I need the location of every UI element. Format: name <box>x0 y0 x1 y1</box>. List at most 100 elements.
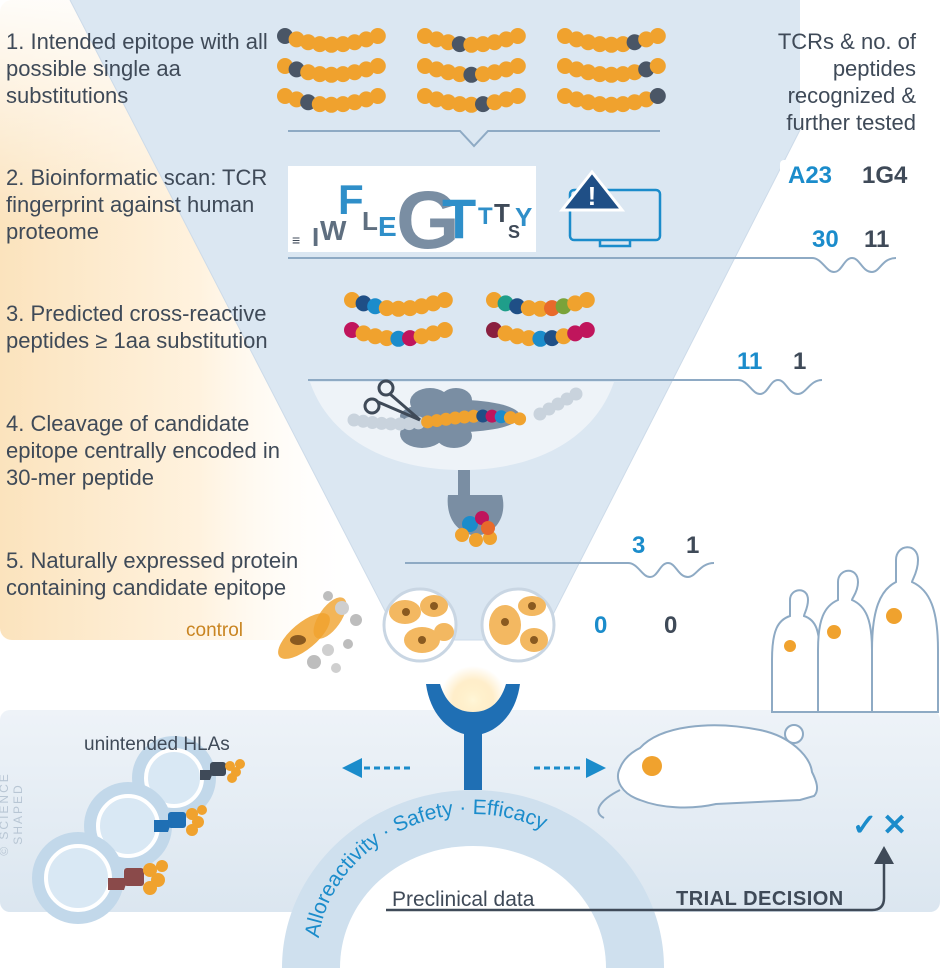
predicted-count-1g4: 1 <box>793 348 807 375</box>
check-icon: ✓ <box>852 809 878 842</box>
svg-text:G: G <box>396 175 460 266</box>
svg-text:W: W <box>320 215 347 246</box>
svg-text:T: T <box>442 187 476 250</box>
funnel-edge <box>69 0 801 641</box>
step-4-label: 4. Cleavage of candidate epitope central… <box>6 411 280 490</box>
predicted-peptides <box>344 292 595 347</box>
peptide-bead <box>520 300 537 317</box>
step-2-label: 2. Bioinformatic scan: TCR fingerprint a… <box>6 165 268 244</box>
unintended-hlas-label: unintended HLAs <box>84 734 230 755</box>
decision-arrow <box>386 846 894 912</box>
svg-text:L: L <box>362 206 378 236</box>
peptide-bead <box>378 300 395 317</box>
tissue-sample-a <box>382 587 458 663</box>
peptide-bead <box>578 292 595 308</box>
peptide-bead <box>323 96 340 113</box>
peptide-bead <box>603 96 620 113</box>
preclinical-data-label: Preclinical data <box>392 888 535 911</box>
peptide-bead <box>436 322 453 338</box>
step4-line <box>405 561 715 579</box>
step1-bracket <box>288 130 660 148</box>
peptide-bead <box>369 88 386 104</box>
peptide-bead <box>649 28 666 44</box>
tcr-a23-name: A23 <box>780 160 841 192</box>
step3-line <box>308 378 823 396</box>
peptide-bead <box>603 66 620 83</box>
tcr-receptor-icon <box>426 666 520 790</box>
hla-molecule-icon <box>108 860 168 895</box>
people-silhouettes <box>771 546 939 713</box>
arrow-left-icon <box>342 758 410 778</box>
peptide-bead <box>451 66 468 83</box>
peptide-bead <box>311 66 328 83</box>
svg-text:!: ! <box>588 181 597 211</box>
tumor-marker <box>827 625 841 639</box>
motif-logo: I W F L E G T T T S Y ≡ <box>292 175 532 266</box>
peptide-bead <box>509 58 526 74</box>
scissors-icon <box>363 379 421 422</box>
peptide-bead <box>532 300 549 317</box>
svg-text:≡: ≡ <box>292 232 300 248</box>
predicted-count-a23: 11 <box>737 348 763 375</box>
peptide-bead <box>467 409 481 423</box>
peptide-bead <box>393 417 407 431</box>
warning-monitor-icon: ! <box>558 169 662 248</box>
mouse-silhouette <box>597 724 819 819</box>
peptide-bead <box>649 58 666 74</box>
step2-line <box>288 256 897 274</box>
arc-dome <box>282 790 664 968</box>
peptide-bead <box>649 88 666 104</box>
chain-row <box>277 28 666 113</box>
peptide-bead <box>591 66 608 83</box>
peptide-bead <box>591 36 608 53</box>
peptide-bead <box>509 88 526 104</box>
peptide-bead <box>591 96 608 113</box>
tissue-sample-b <box>480 587 556 663</box>
tumor-marker <box>784 640 796 652</box>
peptide-bead <box>509 28 526 44</box>
peptide-bead <box>451 96 468 113</box>
peptide-bead <box>520 330 537 347</box>
cleavage-count-1g4: 1 <box>686 532 700 559</box>
svg-text:I: I <box>312 222 319 252</box>
svg-text:T: T <box>478 203 493 230</box>
peptide-bead <box>463 36 480 53</box>
epitope-chains <box>277 28 666 113</box>
peptide-bead <box>311 36 328 53</box>
peptide-bead <box>451 36 468 53</box>
trial-decision-label: TRIAL DECISION <box>676 888 844 910</box>
peptide-bead <box>323 66 340 83</box>
peptide-bead <box>375 416 389 430</box>
unintended-hla-cells <box>32 736 216 924</box>
peptide-bead <box>378 330 395 347</box>
cleavage-count-a23: 3 <box>632 532 646 559</box>
peptide-bead <box>369 58 386 74</box>
peptide-bead <box>463 66 480 83</box>
peptide-bead <box>436 292 453 308</box>
arrow-right-icon <box>534 758 606 778</box>
hla-molecule-icon <box>200 759 245 783</box>
scan-count-1g4: 11 <box>864 226 890 253</box>
funnel-shape <box>70 0 800 640</box>
control-label: control <box>186 620 244 641</box>
peptide-bead <box>513 412 527 426</box>
cross-icon: ✕ <box>882 809 908 842</box>
scan-count-a23: 30 <box>812 226 839 253</box>
credit-watermark: © SCIENCE SHAPED <box>0 772 25 856</box>
peptide-bead <box>532 330 549 347</box>
svg-text:S: S <box>508 222 520 242</box>
svg-text:E: E <box>378 211 397 242</box>
tumor-marker <box>886 608 902 624</box>
svg-text:F: F <box>338 176 364 223</box>
peptide-bead <box>369 28 386 44</box>
step-3-label: 3. Predicted cross-reactive peptides ≥ 1… <box>6 301 268 353</box>
mhc-loading-complex <box>447 470 504 547</box>
30-mer-peptide <box>347 387 583 431</box>
natural-count-1g4: 0 <box>664 612 678 639</box>
peptide-bead <box>569 387 583 401</box>
step-1-label: 1. Intended epitope with all possible si… <box>6 29 268 108</box>
peptide-bead <box>384 417 398 431</box>
peptide-bead <box>390 330 407 347</box>
